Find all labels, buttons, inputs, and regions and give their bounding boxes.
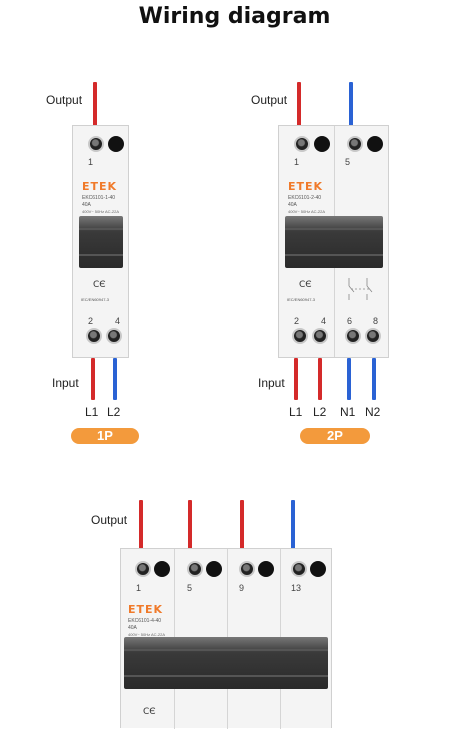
terminal-hole-icon — [367, 136, 383, 152]
breaker-body-4p: 1 5 9 13 ETEK EKC6101-4-40 40A 400V~ 50H… — [120, 548, 332, 729]
output-label-1p: Output — [46, 93, 83, 107]
rating-text: 40A — [288, 202, 297, 208]
model-number: EKC6101-2-40 — [288, 195, 322, 201]
output-wire-live-4p — [139, 500, 143, 550]
terminal-screw-icon — [239, 561, 255, 577]
spec-text: 400V~ 50Hz AC-22A — [82, 209, 120, 214]
brand-logo: ETEK — [82, 180, 118, 193]
terminal-number-bottom-4: 4 — [321, 316, 327, 326]
input-wire-label: N1 — [340, 405, 356, 419]
input-label-2p: Input — [258, 376, 285, 390]
terminal-screw-icon — [88, 136, 104, 152]
input-wire-label: N2 — [365, 405, 381, 419]
brand-logo: ETEK — [288, 180, 324, 193]
model-number: EKC6101-1-40 — [82, 195, 116, 201]
terminal-screw-icon — [86, 328, 102, 344]
standard-text: IEC/EN60947-3 — [287, 297, 316, 302]
toggle-handle-2p — [285, 216, 383, 268]
input-label-1p: Input — [52, 376, 79, 390]
terminal-screw-icon — [135, 561, 151, 577]
output-wire-live-1p — [93, 82, 97, 128]
input-wire-live-2p — [294, 358, 298, 400]
terminal-hole-icon — [258, 561, 274, 577]
terminal-screw-icon — [345, 328, 361, 344]
terminal-screw-icon — [347, 136, 363, 152]
terminal-screw-icon — [292, 328, 308, 344]
input-wire-live-2p — [318, 358, 322, 400]
terminal-screw-icon — [187, 561, 203, 577]
terminal-screw-icon — [312, 328, 328, 344]
circuit-symbol-icon — [348, 278, 373, 300]
terminal-number-top-13: 13 — [291, 583, 302, 593]
output-label-2p: Output — [251, 93, 288, 107]
output-wire-neutral-4p — [291, 500, 295, 550]
terminal-number-bottom-4: 4 — [115, 316, 121, 326]
ce-mark-icon: CЄ — [143, 707, 156, 717]
input-wire-label: L1 — [85, 405, 99, 419]
output-wire-neutral-2p — [349, 82, 353, 128]
input-wire-label: L2 — [107, 405, 121, 419]
standard-text: IEC/EN60947-3 — [81, 297, 110, 302]
terminal-number-top-1: 1 — [294, 157, 300, 167]
spec-text: 400V~ 50Hz AC-22A — [288, 209, 326, 214]
output-wire-live-2p — [297, 82, 301, 128]
terminal-number-top-1: 1 — [88, 157, 94, 167]
toggle-handle-1p — [79, 216, 123, 268]
terminal-number-bottom-8: 8 — [373, 316, 379, 326]
pole-badge-2p: 2P — [300, 428, 370, 444]
input-wire-live-1p — [91, 358, 95, 400]
terminal-screw-icon — [365, 328, 381, 344]
output-label-4p: Output — [91, 513, 128, 527]
input-wire-neutral-2p — [372, 358, 376, 400]
pole-badge-1p: 1P — [71, 428, 139, 444]
rating-text: 40A — [128, 625, 137, 631]
page-title: Wiring diagram — [138, 4, 331, 29]
terminal-number-bottom-6: 6 — [347, 316, 353, 326]
input-wire-neutral-1p — [113, 358, 117, 400]
input-wire-label: L2 — [313, 405, 327, 419]
terminal-number-bottom-2: 2 — [88, 316, 94, 326]
terminal-number-top-5: 5 — [187, 583, 193, 593]
toggle-handle-4p — [124, 637, 328, 689]
terminal-hole-icon — [206, 561, 222, 577]
rating-text: 40A — [82, 202, 91, 208]
terminal-number-top-9: 9 — [239, 583, 245, 593]
terminal-hole-icon — [108, 136, 124, 152]
spec-text: 400V~ 50Hz AC-22A — [128, 632, 166, 637]
breaker-body-1p: 1 ETEK EKC6101-1-40 40A 400V~ 50Hz AC-22… — [72, 125, 129, 358]
ce-mark-icon: CЄ — [299, 280, 312, 290]
terminal-number-bottom-2: 2 — [294, 316, 300, 326]
terminal-hole-icon — [310, 561, 326, 577]
brand-logo: ETEK — [128, 603, 164, 616]
terminal-screw-icon — [291, 561, 307, 577]
terminal-screw-icon — [294, 136, 310, 152]
model-number: EKC6101-4-40 — [128, 618, 162, 624]
input-wire-neutral-2p — [347, 358, 351, 400]
terminal-hole-icon — [154, 561, 170, 577]
terminal-number-top-1: 1 — [136, 583, 142, 593]
terminal-screw-icon — [106, 328, 122, 344]
terminal-hole-icon — [314, 136, 330, 152]
output-wire-live-4p — [188, 500, 192, 550]
input-wire-label: L1 — [289, 405, 303, 419]
ce-mark-icon: CЄ — [93, 280, 106, 290]
breaker-body-2p: 1 5 ETEK EKC6101-2-40 40A 400V~ 50Hz AC-… — [278, 125, 389, 358]
terminal-number-top-5: 5 — [345, 157, 351, 167]
output-wire-live-4p — [240, 500, 244, 550]
